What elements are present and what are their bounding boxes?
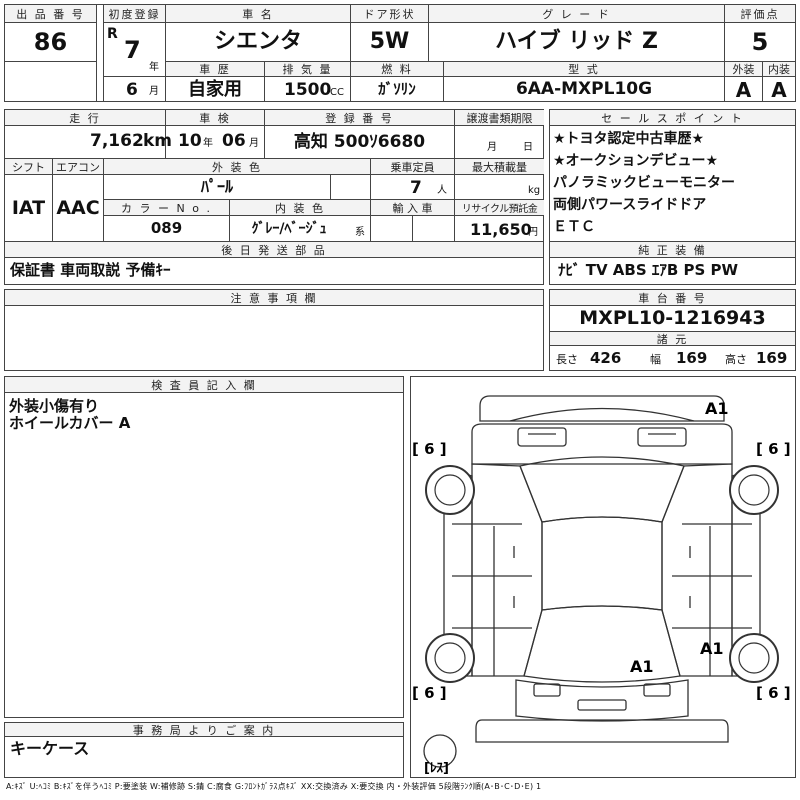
shift-label: シフト <box>5 159 52 174</box>
selling-point-3: パノラミックビューモニター <box>553 175 735 191</box>
notes-label: 注 意 事 項 欄 <box>5 290 543 305</box>
width-label: 幅 <box>650 353 661 366</box>
mileage: 7,162 <box>90 131 144 151</box>
grade: ハイブ リッド Z <box>495 29 658 54</box>
history-label: 車 歴 <box>166 62 264 76</box>
inspector-label: 検 査 員 記 入 欄 <box>5 377 403 392</box>
max-load-label: 最大積載量 <box>455 159 544 174</box>
car-history: 自家用 <box>188 78 242 100</box>
recycle-unit: 円 <box>528 227 538 238</box>
later-parts: 保証書 車両取説 予備ｷｰ <box>10 261 171 279</box>
fuel-type: ｶﾞｿﾘﾝ <box>378 80 416 98</box>
tire-rear-right: [ 6 ] <box>756 684 791 702</box>
aircon-type: AAC <box>56 196 100 219</box>
spec-width: 169 <box>676 349 708 367</box>
chassis-label: 車 台 番 号 <box>550 290 795 305</box>
displacement: 1500 <box>284 80 332 100</box>
selling-point-1: ★トヨタ認定中古車歴★ <box>553 131 705 147</box>
tire-front-left: [ 6 ] <box>412 440 447 458</box>
inspector-panel <box>4 376 404 718</box>
interior-grade-label: 内装 <box>763 62 795 76</box>
damage-mark-rear-gate: A1 <box>630 657 654 676</box>
transfer-month-unit: 月 <box>487 142 497 153</box>
year-unit: 年 <box>149 62 159 73</box>
door-type: 5W <box>369 29 410 54</box>
grade-label: グ レ ー ド <box>429 5 724 22</box>
legend: A:ｷｽﾞ U:ﾍｺﾐ B:ｷｽﾞを伴うﾍｺﾐ P:要塗装 W:補修跡 S:錆 … <box>6 782 542 791</box>
int-color: ｸﾞﾚｰ/ﾍﾞｰｼﾞｭ <box>251 220 327 237</box>
inspection-month-unit: 月 <box>249 138 259 149</box>
max-load-unit: kg <box>528 185 541 196</box>
ext-color: ﾊﾟｰﾙ <box>200 177 233 196</box>
first-reg-label: 初度登録 <box>104 5 165 22</box>
spec-length: 426 <box>590 349 622 367</box>
specs-label: 諸 元 <box>550 332 795 346</box>
spec-height: 169 <box>756 349 788 367</box>
car-name: シエンタ <box>213 29 302 54</box>
inspector-note-1: 外装小傷有り <box>9 397 100 415</box>
month-unit: 月 <box>149 86 159 97</box>
capacity-unit: 人 <box>437 185 447 196</box>
color-no: 089 <box>150 219 183 237</box>
capacity: 7 <box>410 178 422 198</box>
shift-type: IAT <box>11 196 46 219</box>
cc-unit: CC <box>330 87 344 98</box>
tire-front-right: [ 6 ] <box>756 440 791 458</box>
lot-no: 86 <box>33 28 68 56</box>
ext-color-label: 外 装 色 <box>104 159 370 174</box>
spare-tire-label: [ﾚｽ] <box>424 761 449 776</box>
later-parts-label: 後 日 発 送 部 品 <box>5 242 543 257</box>
model-label: 型 式 <box>444 62 724 76</box>
inspection-year-unit: 年 <box>203 138 213 149</box>
int-color-unit: 系 <box>355 227 365 238</box>
model-code: 6AA-MXPL10G <box>515 79 653 99</box>
door-label: ドア形状 <box>351 5 428 22</box>
interior-grade: A <box>771 77 787 102</box>
score-label: 評価点 <box>725 5 795 22</box>
selling-point-4: 両側パワースライドドア <box>553 197 707 213</box>
recycle-fee: 11,650 <box>470 220 532 239</box>
era-mark: R <box>107 26 118 42</box>
int-color-label: 内 装 色 <box>230 200 370 215</box>
color-no-label: カ ラ ー N o . <box>104 200 229 215</box>
office-note: キーケース <box>10 739 90 758</box>
capacity-label: 乗車定員 <box>371 159 454 174</box>
car-name-label: 車 名 <box>166 5 350 22</box>
car-damage-diagram: A1 A1 A1 [ 6 ] [ 6 ] [ 6 ] [ 6 ] [ﾚｽ] <box>412 395 791 776</box>
selling-point-5: ＥＴＣ <box>553 219 595 235</box>
chassis-number: MXPL10-1216943 <box>579 307 766 329</box>
first-reg-year: 7 <box>124 36 141 64</box>
mileage-label: 走 行 <box>5 110 165 125</box>
inspection-year: 10 <box>178 131 202 151</box>
length-label: 長さ <box>556 353 578 366</box>
aircon-label: エアコン <box>53 159 103 174</box>
damage-mark-front: A1 <box>705 399 729 418</box>
inspection-month: 06 <box>222 131 246 151</box>
mileage-unit: km <box>143 131 173 151</box>
office-label: 事 務 局 よ り ご 案 内 <box>5 723 403 737</box>
height-label: 高さ <box>725 353 747 366</box>
tire-rear-left: [ 6 ] <box>412 684 447 702</box>
import-label: 輸 入 車 <box>371 200 454 215</box>
inspector-note-2: ホイールカバー A <box>9 414 131 432</box>
score: 5 <box>751 28 769 56</box>
selling-point-2: ★オークションデビュー★ <box>553 153 719 169</box>
first-reg-month: 6 <box>126 80 138 100</box>
equipment-label: 純 正 装 備 <box>550 242 795 257</box>
recycle-label: リサイクル預託金 <box>455 200 544 215</box>
fuel-label: 燃 料 <box>351 62 443 76</box>
registration-label: 登 録 番 号 <box>265 110 454 125</box>
exterior-grade: A <box>735 77 752 102</box>
equipment-list: ﾅﾋﾞ TV ABS ｴｱB PS PW <box>558 261 739 279</box>
lot-no-label: 出 品 番 号 <box>5 5 96 22</box>
transfer-label: 譲渡書類期限 <box>455 110 544 125</box>
selling-points-label: セ ー ル ス ポ イ ン ト <box>550 110 795 125</box>
registration-number: 高知 500ｿ6680 <box>293 131 426 152</box>
exterior-grade-label: 外装 <box>725 62 762 76</box>
transfer-day-unit: 日 <box>523 142 533 153</box>
damage-mark-rear-right: A1 <box>700 639 724 658</box>
inspection-label: 車 検 <box>166 110 264 125</box>
displacement-label: 排 気 量 <box>265 62 350 76</box>
